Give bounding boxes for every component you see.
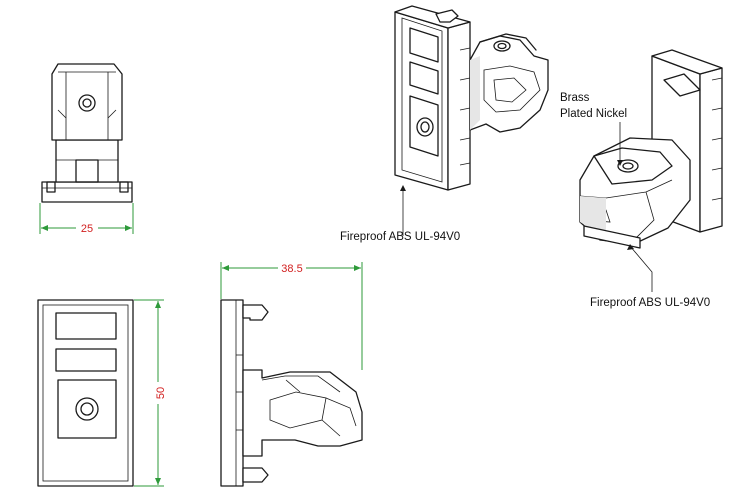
side-view: 38.5: [220, 261, 363, 487]
isometric-view-front: Fireproof ABS UL-94V0: [340, 5, 549, 243]
top-view: 25: [39, 63, 134, 235]
isometric-view-rear: Brass Plated Nickel Fireproof ABS UL-94V…: [560, 49, 723, 309]
contact-material-label-line2: Plated Nickel: [560, 108, 627, 120]
housing-material-label-top: Fireproof ABS UL-94V0: [340, 231, 460, 243]
front-view: 50: [37, 299, 167, 487]
contact-material-label-line1: Brass: [560, 92, 590, 104]
housing-material-label-right: Fireproof ABS UL-94V0: [590, 297, 710, 309]
depth-dimension-label: 38.5: [281, 263, 302, 275]
height-dimension-label: 50: [155, 387, 167, 399]
width-dimension-label: 25: [81, 223, 93, 235]
